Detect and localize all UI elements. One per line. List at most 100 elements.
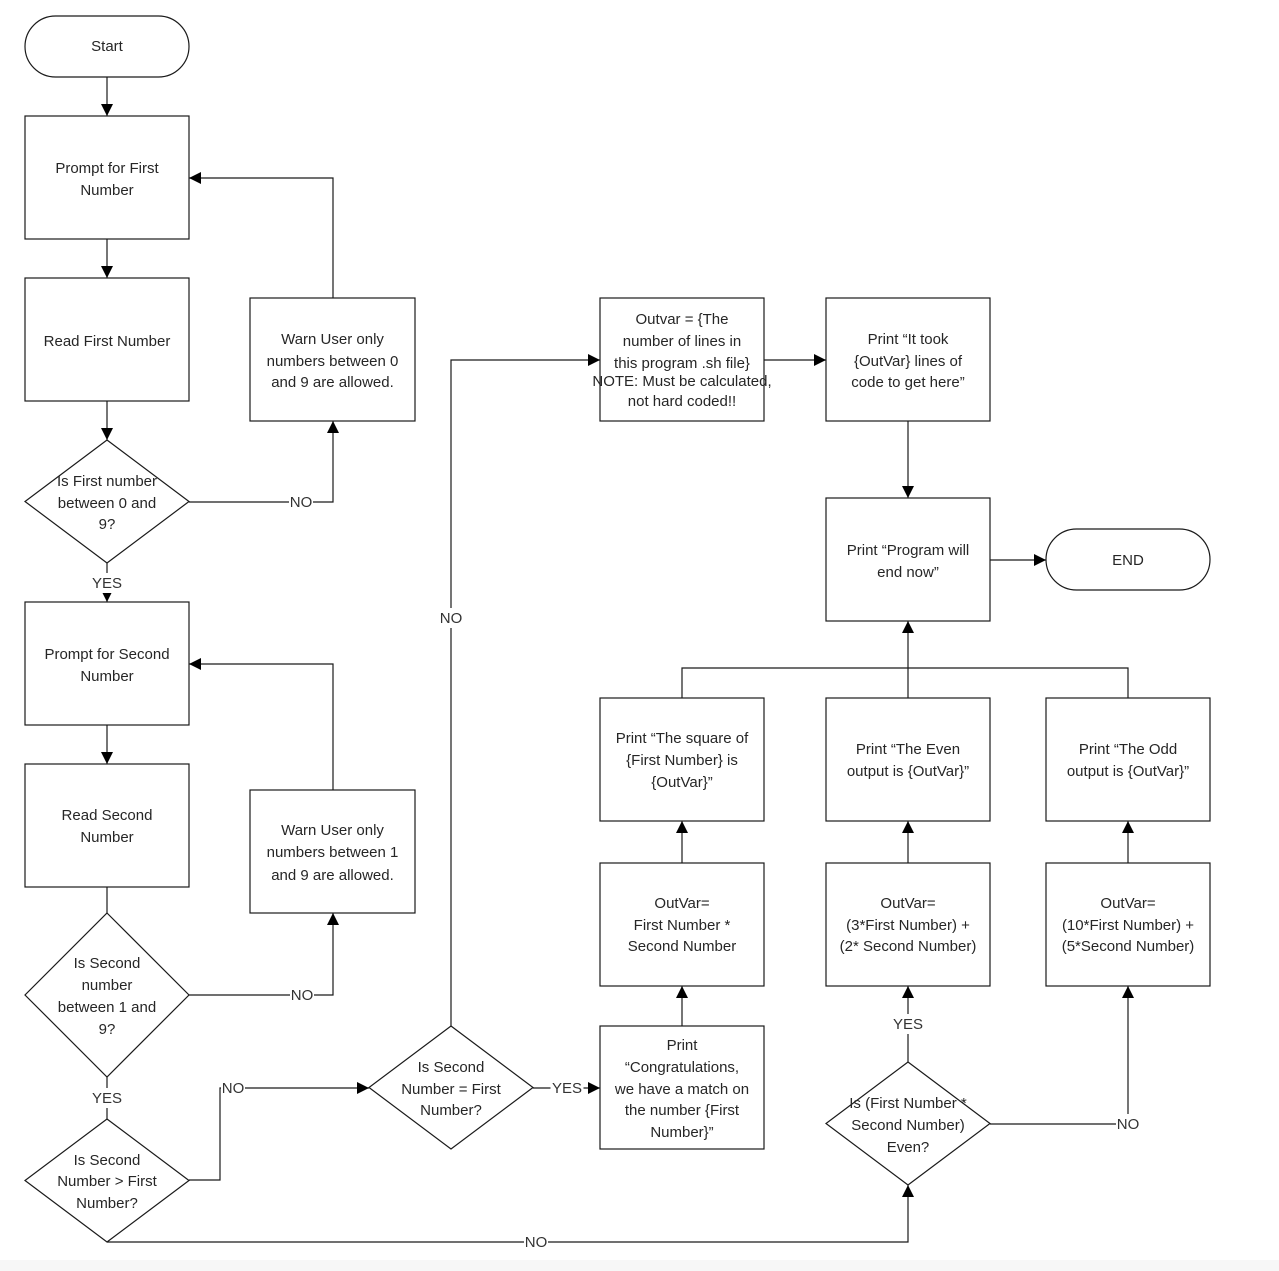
node-label: (2* Second Number) xyxy=(840,938,977,955)
node-label: Is First number xyxy=(57,473,157,490)
process-box xyxy=(24,115,190,240)
node-label: (5*Second Number) xyxy=(1062,938,1195,955)
node-start: Start xyxy=(24,15,190,78)
node-outvar-square: OutVar= First Number * Second Number xyxy=(599,862,765,987)
node-label: “Congratulations, xyxy=(625,1059,739,1076)
node-label: Is (First Number * xyxy=(849,1095,967,1112)
node-label: and 9 are allowed. xyxy=(271,374,394,391)
edge-label-yes: YES xyxy=(92,1090,122,1107)
process-box xyxy=(249,789,416,914)
terminator-shape xyxy=(24,15,190,78)
arrowhead xyxy=(101,752,113,764)
node-end: END xyxy=(1045,528,1211,591)
node-label: First Number * xyxy=(634,917,731,934)
edge-label-bg xyxy=(550,1078,584,1098)
node-label: between 0 and xyxy=(58,495,156,512)
edge-label-no: NO xyxy=(291,987,314,1004)
process-box xyxy=(1045,697,1211,822)
process-box xyxy=(24,277,190,402)
process-box xyxy=(825,862,991,987)
arrowhead xyxy=(327,421,339,433)
arrowhead xyxy=(676,986,688,998)
process-box xyxy=(249,297,416,422)
connector-line xyxy=(189,421,334,503)
edge-label-bg xyxy=(439,608,463,628)
arrowhead xyxy=(101,104,113,116)
node-label: output is {OutVar}” xyxy=(847,763,969,780)
arrowhead xyxy=(327,913,339,925)
node-warn-first: Warn User only numbers between 0 and 9 are… xyxy=(249,297,416,422)
process-box xyxy=(825,497,991,622)
node-label: code to get here” xyxy=(851,374,964,391)
node-label: END xyxy=(1112,552,1144,569)
node-label: Read First Number xyxy=(44,333,171,350)
edge-label-bg xyxy=(524,1232,548,1252)
node-label: (3*First Number) + xyxy=(846,917,970,934)
connector-line xyxy=(681,667,1129,698)
node-label: this program .sh file} xyxy=(614,355,750,372)
node-check-even: Is (First Number *Second Number)Even? xyxy=(825,1061,991,1186)
arrowhead xyxy=(357,1082,369,1094)
node-label: Prompt for Second xyxy=(44,646,169,663)
edge-label-no: NO xyxy=(440,610,463,627)
arrowhead xyxy=(189,658,201,670)
decision-diamond xyxy=(24,1118,190,1243)
node-label: Number = First xyxy=(401,1081,501,1098)
node-label: Number xyxy=(80,668,133,685)
connector-line xyxy=(107,1185,909,1243)
node-label: Number xyxy=(80,182,133,199)
edge-label-yes: YES xyxy=(552,1080,582,1097)
connector-line xyxy=(189,177,334,298)
node-label: Read Second xyxy=(62,807,153,824)
process-box xyxy=(1045,862,1211,987)
node-print-congrats: Print“Congratulations,we have a match on… xyxy=(599,1025,765,1150)
node-label: Prompt for First xyxy=(55,160,159,177)
edge-label-bg xyxy=(289,492,313,512)
node-label: OutVar= xyxy=(654,895,709,912)
process-box xyxy=(599,1025,765,1150)
node-label: NOTE: Must be calculated, xyxy=(592,373,771,390)
edge-label-no: NO xyxy=(1117,1116,1140,1133)
node-label: numbers between 0 xyxy=(267,353,399,370)
edge-label-bg xyxy=(1116,1114,1140,1134)
node-label: {OutVar} lines of xyxy=(854,353,963,370)
node-label: {OutVar}” xyxy=(651,774,712,791)
node-label: Print “The square of xyxy=(616,730,749,747)
arrowhead xyxy=(588,354,600,366)
node-label: Print xyxy=(667,1037,699,1054)
node-label: Print “The Odd xyxy=(1079,741,1177,758)
node-label: Number? xyxy=(420,1102,482,1119)
node-label: Warn User only xyxy=(281,331,384,348)
node-label: Number > First xyxy=(57,1173,157,1190)
process-box xyxy=(825,697,991,822)
edge-label-no: NO xyxy=(290,494,313,511)
node-label: OutVar= xyxy=(1100,895,1155,912)
node-label: Print “Program will xyxy=(847,542,970,559)
arrowhead xyxy=(1122,821,1134,833)
bottom-strip xyxy=(0,1260,1279,1271)
process-box xyxy=(24,763,190,888)
node-label: Second Number xyxy=(628,938,736,955)
decision-diamond xyxy=(24,912,190,1078)
connector-line xyxy=(450,359,600,1026)
node-print-even: Print “The Even output is {OutVar}” xyxy=(825,697,991,822)
node-label: Print “The Even xyxy=(856,741,960,758)
connector-line xyxy=(189,1087,369,1181)
node-outvar-even: OutVar=(3*First Number) +(2* Second Numb… xyxy=(825,862,991,987)
node-label: number xyxy=(82,977,133,994)
node-label: Number xyxy=(80,829,133,846)
arrowhead xyxy=(1034,554,1046,566)
process-box xyxy=(599,297,765,422)
decision-diamond xyxy=(368,1025,534,1150)
edge-label-no: NO xyxy=(222,1080,245,1097)
node-label: the number {First xyxy=(625,1102,740,1119)
arrowhead xyxy=(902,986,914,998)
